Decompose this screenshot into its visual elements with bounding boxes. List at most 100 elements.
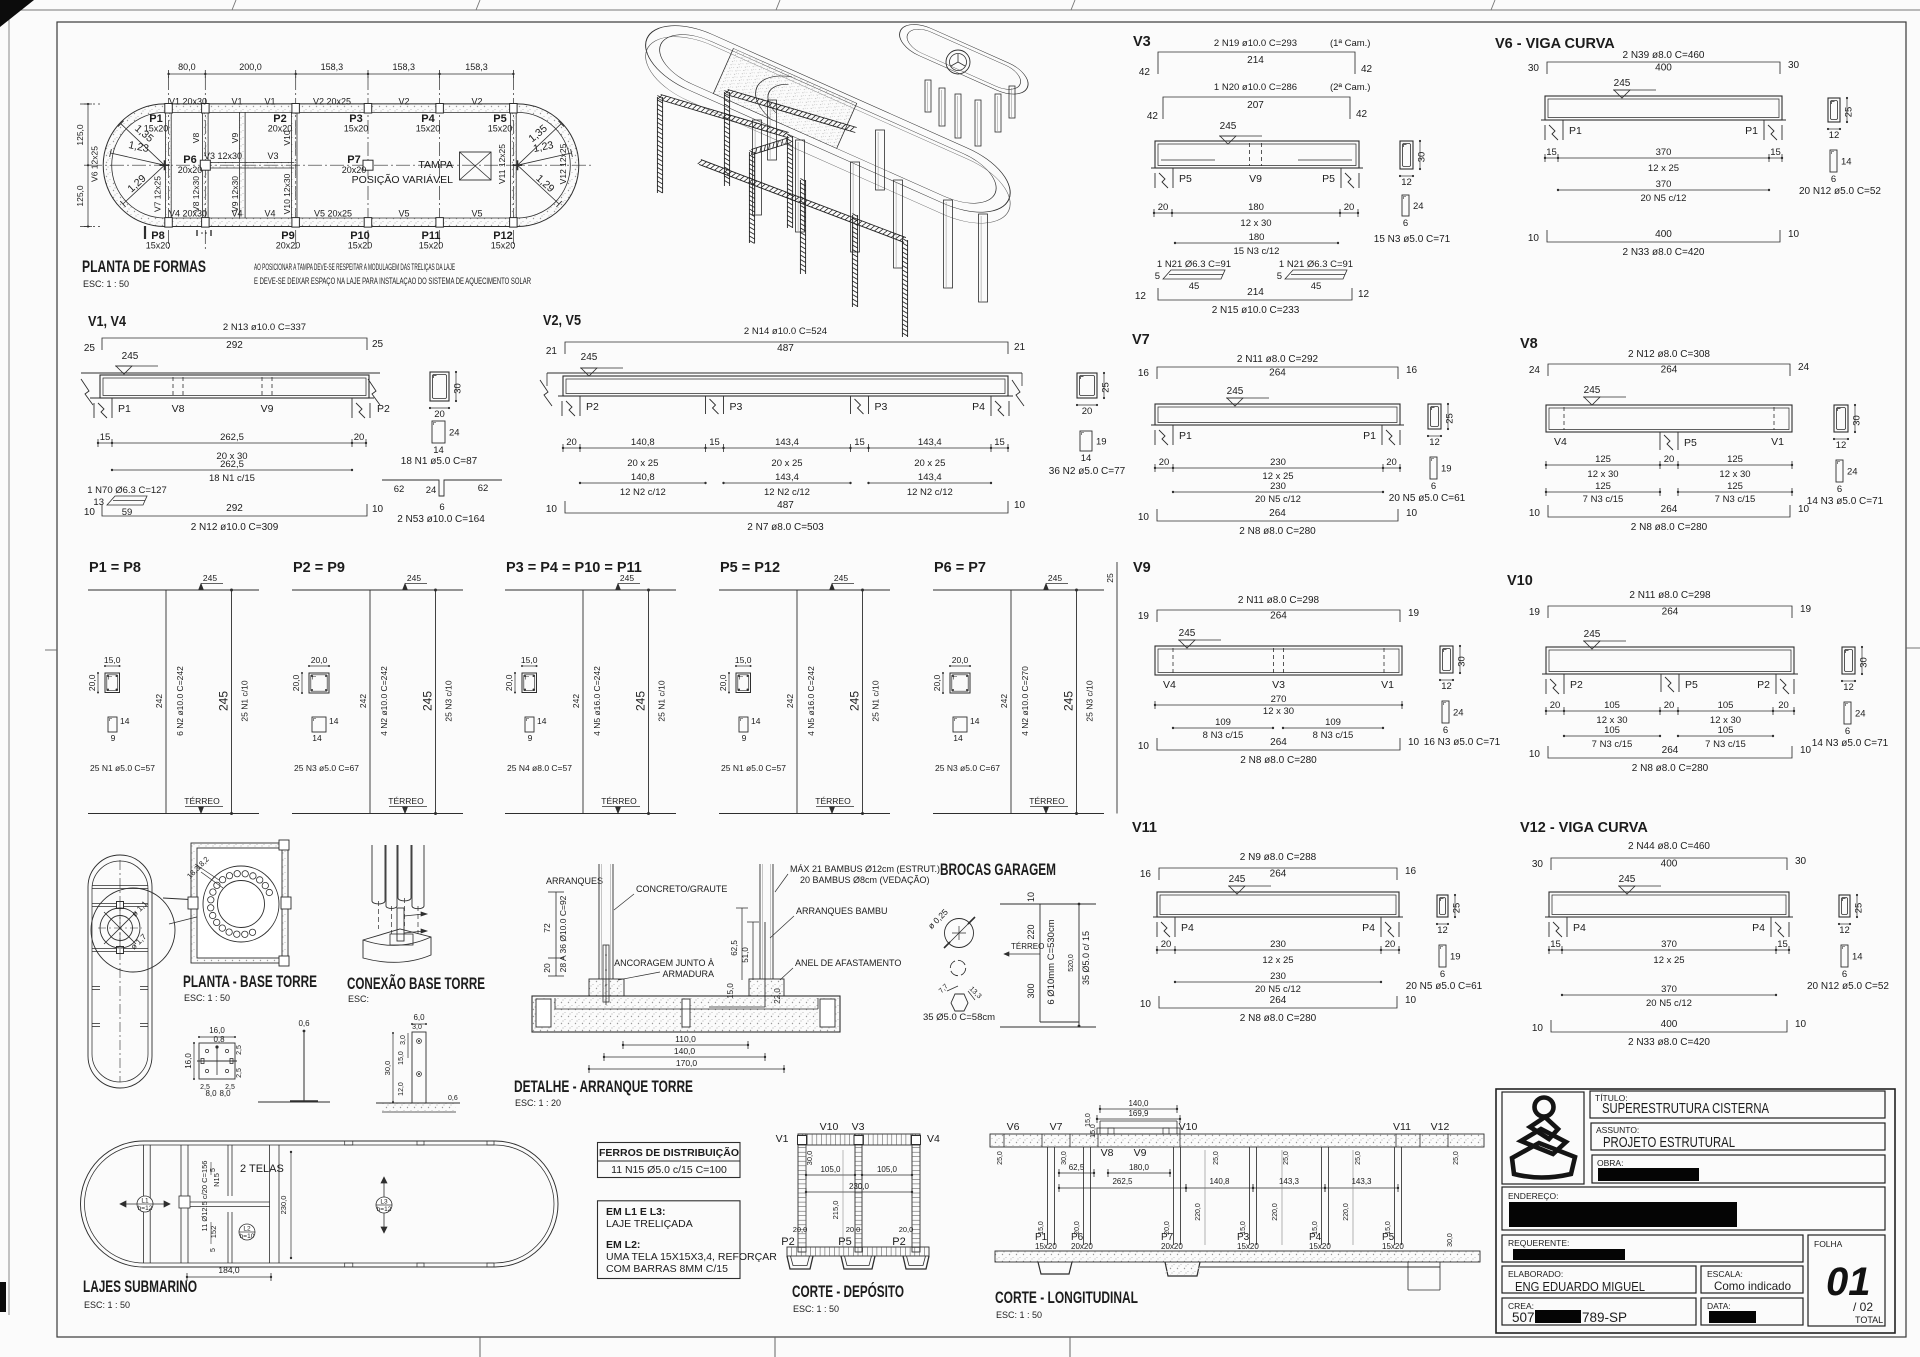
- svg-text:V7: V7: [1132, 332, 1150, 348]
- svg-text:143,3: 143,3: [1351, 1177, 1372, 1186]
- svg-text:24: 24: [1529, 365, 1541, 376]
- svg-text:12 x 25: 12 x 25: [1653, 955, 1684, 966]
- svg-text:6: 6: [1440, 969, 1445, 980]
- svg-text:8,0: 8,0: [219, 1089, 231, 1098]
- svg-text:45: 45: [1189, 281, 1200, 292]
- svg-text:10: 10: [1138, 741, 1150, 752]
- svg-text:V11 12x25: V11 12x25: [497, 144, 507, 184]
- svg-text:264: 264: [1270, 737, 1287, 748]
- svg-text:P3: P3: [730, 401, 743, 413]
- svg-text:20 N5 ø5.0 C=61: 20 N5 ø5.0 C=61: [1406, 981, 1483, 992]
- svg-text:25 N3 ø5.0 C=67: 25 N3 ø5.0 C=67: [935, 763, 1000, 773]
- svg-text:AO POSICIONAR A TAMPA DEVE-SE: AO POSICIONAR A TAMPA DEVE-SE RESPEITAR …: [254, 262, 455, 272]
- svg-text:12: 12: [1358, 289, 1370, 300]
- svg-text:264: 264: [1662, 607, 1679, 618]
- svg-text:P1: P1: [1569, 125, 1582, 137]
- svg-text:20 N5 c/12: 20 N5 c/12: [1646, 998, 1692, 1009]
- svg-text:12 x 30: 12 x 30: [1596, 715, 1627, 726]
- svg-text:15x20: 15x20: [491, 241, 516, 251]
- svg-text:EM L2:: EM L2:: [606, 1239, 640, 1251]
- svg-text:20x20: 20x20: [268, 124, 293, 134]
- svg-text:P1: P1: [1179, 430, 1192, 442]
- svg-text:143,4: 143,4: [918, 472, 942, 483]
- svg-text:25,0: 25,0: [1283, 1151, 1290, 1165]
- svg-text:ESC: 1 : 50: ESC: 1 : 50: [84, 1300, 130, 1310]
- svg-text:14: 14: [329, 716, 339, 726]
- svg-text:P5 = P12: P5 = P12: [720, 560, 780, 576]
- svg-text:6: 6: [1431, 481, 1436, 492]
- svg-text:264: 264: [1661, 365, 1678, 376]
- svg-text:4 N2 ø10.0 C=242: 4 N2 ø10.0 C=242: [379, 666, 389, 736]
- svg-text:20 N12 ø5.0 C=52: 20 N12 ø5.0 C=52: [1807, 981, 1889, 992]
- svg-text:7 N3 c/15: 7 N3 c/15: [1592, 739, 1633, 750]
- svg-text:6 N2 ø10.0 C=242: 6 N2 ø10.0 C=242: [175, 666, 185, 736]
- svg-text:E DEVE-SE DEIXAR ESPAÇO NA LAJ: E DEVE-SE DEIXAR ESPAÇO NA LAJE PARA INS…: [254, 276, 531, 286]
- svg-text:169,9: 169,9: [1128, 1109, 1149, 1118]
- svg-text:370: 370: [1656, 147, 1672, 158]
- svg-text:158,3: 158,3: [321, 62, 344, 72]
- svg-text:ANEL DE AFASTAMENTO: ANEL DE AFASTAMENTO: [795, 958, 901, 968]
- svg-text:16 N3 ø5.0 C=71: 16 N3 ø5.0 C=71: [1424, 737, 1501, 748]
- svg-text:14: 14: [751, 716, 761, 726]
- svg-text:15,0: 15,0: [726, 983, 735, 999]
- svg-text:20 x 25: 20 x 25: [627, 458, 658, 469]
- svg-text:140,8: 140,8: [631, 437, 655, 448]
- svg-text:DETALHE - ARRANQUE TORRE: DETALHE - ARRANQUE TORRE: [514, 1078, 693, 1096]
- svg-text:15: 15: [1546, 147, 1557, 158]
- svg-text:264: 264: [1269, 508, 1286, 519]
- svg-text:10: 10: [1014, 500, 1026, 511]
- svg-text:15x20: 15x20: [344, 124, 369, 134]
- svg-text:245: 245: [1220, 121, 1237, 132]
- svg-text:24: 24: [1855, 709, 1866, 720]
- svg-text:P5: P5: [1685, 679, 1698, 691]
- svg-text:20,0: 20,0: [846, 1225, 861, 1234]
- svg-text:25,0: 25,0: [997, 1151, 1004, 1165]
- svg-text:125,0: 125,0: [75, 124, 85, 146]
- svg-text:242: 242: [358, 694, 368, 708]
- svg-text:220,0: 220,0: [1343, 1203, 1350, 1221]
- svg-text:25 N3 c/10: 25 N3 c/10: [444, 680, 454, 721]
- svg-text:V12: V12: [1431, 1121, 1450, 1133]
- svg-text:24: 24: [1413, 201, 1424, 212]
- svg-text:P3: P3: [875, 401, 888, 413]
- svg-text:V4: V4: [264, 209, 275, 219]
- svg-text:h=10: h=10: [240, 1233, 255, 1240]
- svg-text:P4: P4: [1362, 922, 1375, 934]
- svg-text:TÉRREO: TÉRREO: [388, 796, 424, 806]
- svg-text:20: 20: [1158, 202, 1169, 213]
- svg-text:ESC: 1 : 20: ESC: 1 : 20: [515, 1098, 561, 1108]
- svg-text:V9: V9: [261, 403, 274, 415]
- svg-text:0,6: 0,6: [298, 1019, 310, 1028]
- svg-text:N15: N15: [212, 1173, 221, 1187]
- svg-text:400: 400: [1655, 63, 1672, 74]
- svg-text:P4: P4: [972, 401, 985, 413]
- svg-text:15,0: 15,0: [1085, 1113, 1092, 1127]
- svg-text:P6: P6: [1071, 1232, 1084, 1243]
- svg-text:19: 19: [1529, 607, 1541, 618]
- svg-text:BROCAS GARAGEM: BROCAS GARAGEM: [940, 861, 1056, 879]
- svg-text:45: 45: [1311, 281, 1322, 292]
- svg-text:V10: V10: [820, 1121, 839, 1133]
- svg-text:V1: V1: [1381, 679, 1394, 691]
- svg-text:230,0: 230,0: [849, 1182, 870, 1191]
- svg-text:789-SP: 789-SP: [1582, 1310, 1627, 1325]
- svg-text:2,5: 2,5: [236, 1068, 243, 1078]
- svg-text:20x20: 20x20: [1071, 1242, 1093, 1251]
- svg-text:12 x 30: 12 x 30: [1240, 218, 1271, 229]
- svg-text:30: 30: [453, 383, 464, 394]
- svg-text:ESC: 1 : 50: ESC: 1 : 50: [83, 279, 129, 289]
- svg-text:25: 25: [1101, 382, 1112, 393]
- svg-text:220,0: 220,0: [1195, 1203, 1202, 1221]
- svg-text:25 N1 ø5.0 C=57: 25 N1 ø5.0 C=57: [721, 763, 786, 773]
- svg-text:ARRANQUES BAMBU: ARRANQUES BAMBU: [796, 906, 888, 916]
- svg-text:15x20: 15x20: [416, 124, 441, 134]
- svg-text:P2: P2: [892, 1236, 905, 1248]
- svg-text:14: 14: [537, 716, 547, 726]
- svg-text:16,0: 16,0: [209, 1026, 225, 1035]
- svg-text:P4: P4: [1573, 922, 1586, 934]
- svg-text:V2: V2: [398, 97, 409, 107]
- svg-text:20: 20: [1161, 939, 1172, 950]
- svg-text:20: 20: [542, 963, 552, 973]
- svg-text:2 N13 ø10.0 C=337: 2 N13 ø10.0 C=337: [223, 322, 306, 333]
- svg-text:2 N11 ø8.0 C=298: 2 N11 ø8.0 C=298: [1238, 595, 1320, 606]
